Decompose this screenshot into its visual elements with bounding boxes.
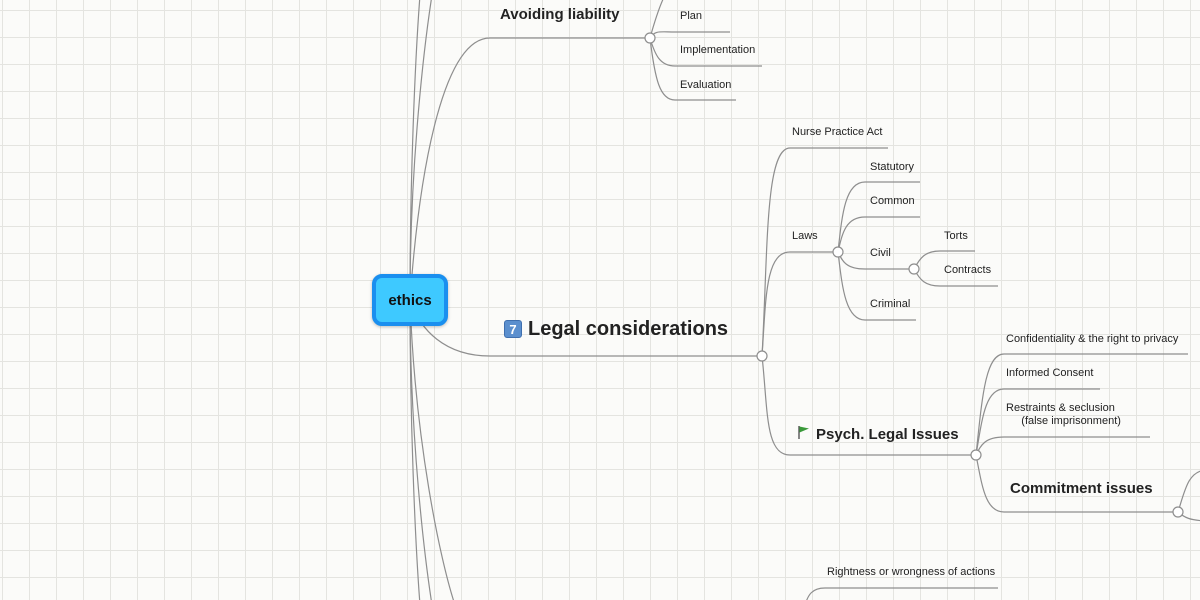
psych-label: Psych. Legal Issues bbox=[816, 426, 959, 443]
root-node-ethics[interactable]: ethics bbox=[372, 274, 448, 326]
node-torts[interactable]: Torts bbox=[944, 230, 968, 242]
node-plan[interactable]: Plan bbox=[680, 10, 703, 22]
node-rightness-wrongness[interactable]: Rightness or wrongness of actions bbox=[827, 566, 996, 578]
node-implementation[interactable]: Implementation bbox=[680, 44, 756, 56]
node-nurse-practice-act[interactable]: Nurse Practice Act bbox=[792, 126, 883, 138]
node-psych-legal-issues[interactable]: Psych. Legal Issues bbox=[796, 424, 959, 444]
node-avoiding-liability[interactable]: Avoiding liability bbox=[500, 6, 620, 23]
node-statutory[interactable]: Statutory bbox=[870, 161, 915, 173]
legal-title: Legal considerations bbox=[528, 318, 729, 340]
node-common[interactable]: Common bbox=[870, 195, 915, 207]
node-restraints-seclusion[interactable]: Restraints & seclusion (false imprisonme… bbox=[1006, 402, 1121, 427]
node-civil[interactable]: Civil bbox=[870, 247, 891, 259]
node-evaluation[interactable]: Evaluation bbox=[680, 79, 732, 91]
node-informed-consent[interactable]: Informed Consent bbox=[1006, 367, 1094, 379]
node-criminal[interactable]: Criminal bbox=[870, 298, 911, 310]
root-label: ethics bbox=[388, 291, 432, 309]
keycap-seven-icon: 7 bbox=[504, 320, 522, 338]
node-contracts[interactable]: Contracts bbox=[944, 264, 992, 276]
node-laws[interactable]: Laws bbox=[792, 230, 818, 242]
green-flag-icon bbox=[798, 426, 809, 439]
node-commitment-issues[interactable]: Commitment issues bbox=[1010, 480, 1153, 497]
node-confidentiality[interactable]: Confidentiality & the right to privacy bbox=[1006, 333, 1179, 345]
node-legal-considerations[interactable]: 7 Legal considerations bbox=[504, 317, 728, 341]
